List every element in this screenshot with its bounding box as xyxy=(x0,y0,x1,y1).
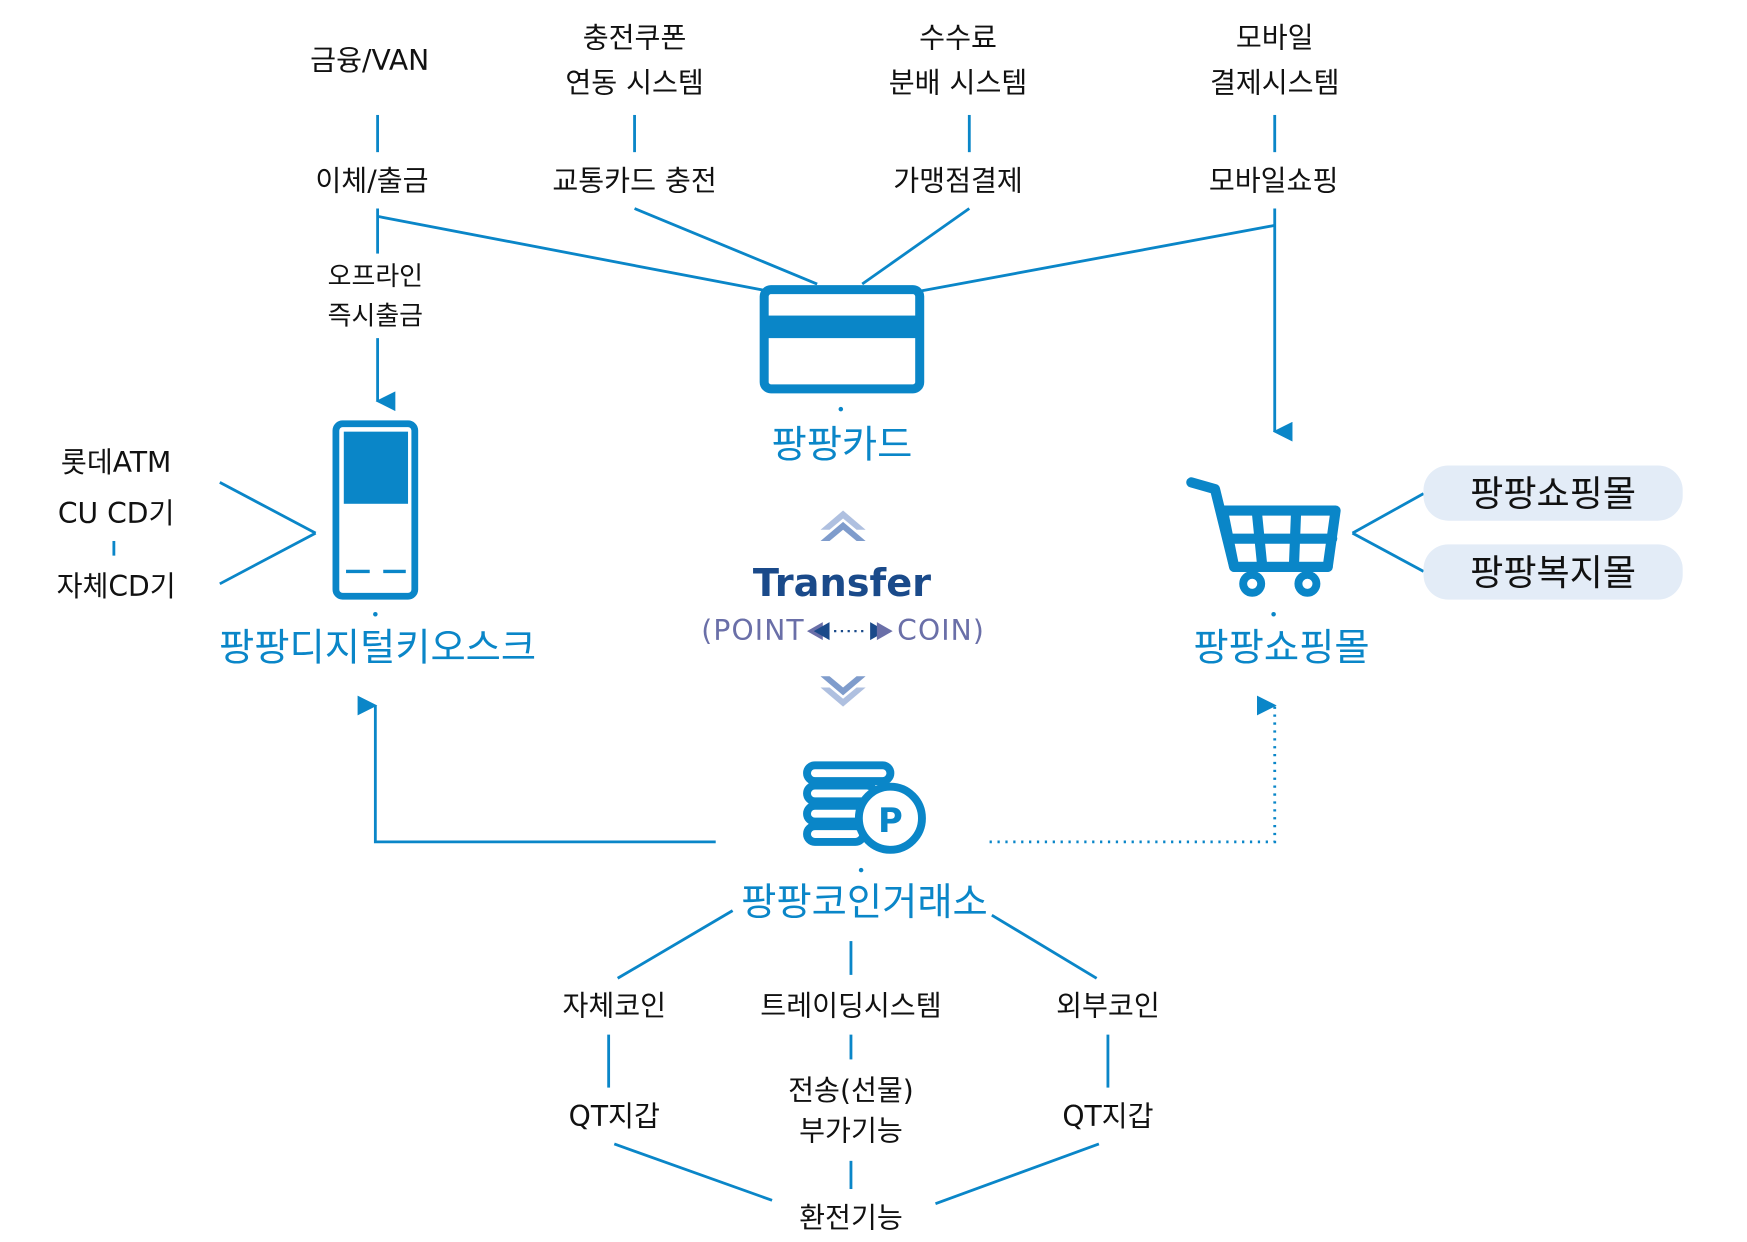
coin-letter: P xyxy=(878,801,903,840)
label-offline-1: 오프라인 xyxy=(328,262,423,292)
bidirectional-arrow-icon xyxy=(807,622,893,641)
exchange-label: 팡팡코인거래소 xyxy=(741,880,988,925)
card-icon xyxy=(759,285,925,412)
kiosk-label: 팡팡디지털키오스크 xyxy=(219,625,536,670)
atm-own: 자체CD기 xyxy=(57,570,176,603)
label-merchant-pay: 가맹점결제 xyxy=(893,164,1023,197)
coin-stack-icon xyxy=(803,761,926,854)
label-fx: 환전기능 xyxy=(799,1201,903,1234)
label-qt-wallet-left: QT지갑 xyxy=(569,1100,660,1133)
chevron-up-icon xyxy=(820,510,866,541)
cart-dot xyxy=(1271,611,1276,617)
label-mobile-1: 모바일 xyxy=(1236,21,1314,54)
coin-dot xyxy=(858,867,864,873)
label-mobile-shopping: 모바일쇼핑 xyxy=(1209,164,1339,197)
label-coupon-2: 연동 시스템 xyxy=(565,66,703,99)
shop-label: 팡팡쇼핑몰 xyxy=(1193,625,1369,670)
transfer-point: (POINT xyxy=(701,614,804,647)
label-mobile-2: 결제시스템 xyxy=(1210,66,1340,99)
label-own-coin: 자체코인 xyxy=(562,989,666,1022)
label-transfer-withdraw: 이체/출금 xyxy=(315,164,428,197)
atm-cu: CU CD기 xyxy=(58,497,174,530)
cart-icon xyxy=(1186,477,1341,597)
connector-lines xyxy=(112,114,1425,1206)
pill-welfare-mall[interactable]: 팡팡복지몰 xyxy=(1423,544,1683,600)
label-finance-van: 금융/VAN xyxy=(310,44,429,77)
kiosk-icon xyxy=(332,420,419,617)
label-trading: 트레이딩시스템 xyxy=(760,989,941,1022)
label-fee-2: 분배 시스템 xyxy=(889,66,1027,99)
pill-label: 팡팡쇼핑몰 xyxy=(1470,473,1636,515)
atm-lotte: 롯데ATM xyxy=(61,446,171,479)
transfer-title: Transfer xyxy=(753,561,931,606)
label-send-1: 전송(선물) xyxy=(788,1074,914,1107)
label-send-2: 부가기능 xyxy=(799,1115,903,1148)
label-offline-2: 즉시출금 xyxy=(328,302,423,332)
card-label: 팡팡카드 xyxy=(771,423,912,468)
label-transit-charge: 교통카드 충전 xyxy=(552,164,716,197)
pill-shopping-mall[interactable]: 팡팡쇼핑몰 xyxy=(1423,465,1683,521)
pill-label: 팡팡복지몰 xyxy=(1470,552,1636,594)
label-coupon-1: 충전쿠폰 xyxy=(583,21,687,54)
label-fee-1: 수수료 xyxy=(919,21,997,54)
label-qt-wallet-right: QT지갑 xyxy=(1062,1100,1153,1133)
chevron-down-icon xyxy=(820,676,866,707)
transfer-coin: COIN) xyxy=(897,614,985,647)
label-external-coin: 외부코인 xyxy=(1056,989,1160,1022)
